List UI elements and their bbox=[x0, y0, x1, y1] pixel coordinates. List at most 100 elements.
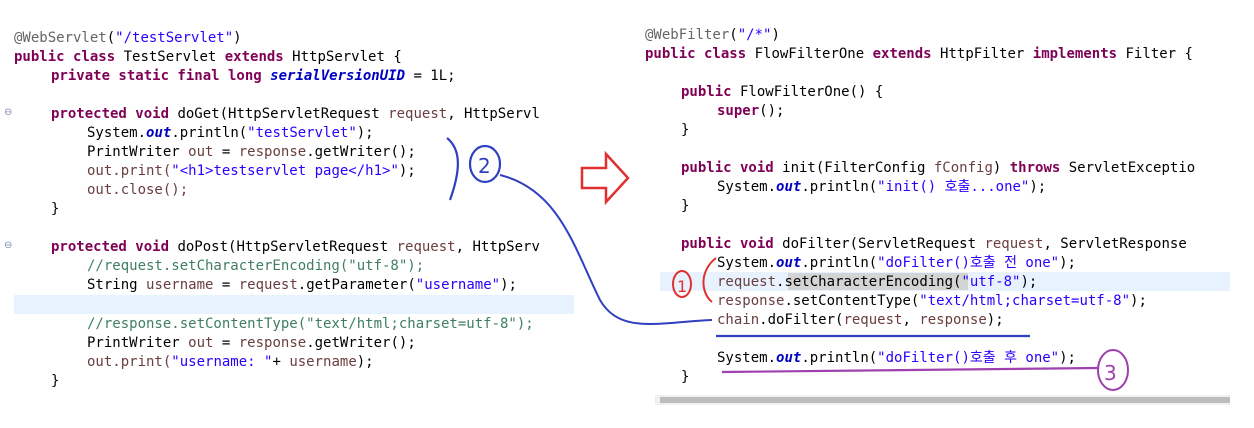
keyword: super bbox=[717, 103, 760, 119]
flow-line bbox=[499, 174, 713, 325]
keyword: throws bbox=[1009, 160, 1061, 176]
code-text: .println( bbox=[801, 255, 878, 271]
code-text: .doFilter( bbox=[759, 312, 844, 328]
code-text: ); bbox=[356, 125, 374, 141]
string-literal: "doFilter()호출 후 one" bbox=[877, 350, 1060, 366]
param: response bbox=[919, 312, 987, 328]
brace: } bbox=[681, 369, 690, 385]
class-name: TestServlet bbox=[115, 49, 225, 65]
code-text: ); bbox=[1059, 350, 1076, 366]
comment-line: //response.setContentType("text/html;cha… bbox=[87, 316, 534, 332]
keyword: protected void bbox=[51, 106, 170, 122]
param: request bbox=[717, 274, 777, 290]
code-text: HttpServlet { bbox=[283, 49, 402, 65]
keyword: protected void bbox=[51, 239, 170, 255]
code-line: System.out.println("init() 호출...one"); bbox=[717, 178, 1046, 197]
code-text: System. bbox=[717, 255, 777, 271]
code-line: public class FlowFilterOne extends HttpF… bbox=[645, 45, 1193, 64]
code-text: , bbox=[902, 312, 920, 328]
code-text: , ServletResponse bbox=[1043, 236, 1187, 252]
code-line: PrintWriter out = response.getWriter(); bbox=[87, 143, 416, 162]
code-text: out.print( bbox=[87, 354, 172, 370]
param: request bbox=[396, 239, 456, 255]
code-line: chain.doFilter(request, response); bbox=[717, 311, 1004, 330]
code-line: } bbox=[51, 372, 59, 391]
code-text: ) bbox=[992, 160, 1010, 176]
code-text: .println( bbox=[171, 125, 248, 141]
fold-icon[interactable]: ⊖ bbox=[4, 107, 13, 118]
brace: } bbox=[681, 198, 690, 214]
local-var: out bbox=[188, 335, 214, 351]
code-text: ); bbox=[1020, 274, 1038, 290]
code-text: + bbox=[272, 354, 290, 370]
local-var: username bbox=[146, 277, 214, 293]
underline-mark bbox=[721, 366, 1099, 374]
mark-3: 3 bbox=[1104, 361, 1117, 385]
code-line: @WebFilter("/*") bbox=[645, 27, 780, 43]
mark-2: 2 bbox=[478, 154, 491, 178]
code-line: public void doFilter(ServletRequest requ… bbox=[681, 235, 1187, 254]
code-line: @WebServlet("/testServlet") bbox=[14, 30, 242, 46]
static-field: out bbox=[146, 125, 172, 141]
param: response bbox=[238, 335, 307, 351]
code-line: System.out.println("doFilter()호출 후 one")… bbox=[717, 349, 1076, 368]
fold-icon[interactable]: ⊖ bbox=[4, 240, 13, 251]
keyword: private static final long bbox=[51, 68, 262, 84]
code-text: doPost(HttpServletRequest bbox=[169, 239, 397, 255]
static-field: out bbox=[776, 179, 802, 195]
code-text: PrintWriter bbox=[87, 144, 189, 160]
set-char-encoding-highlight bbox=[788, 273, 968, 290]
code-text: ); bbox=[1029, 179, 1047, 195]
code-text: PrintWriter bbox=[87, 335, 189, 351]
code-text: init(FilterConfig bbox=[773, 160, 934, 176]
annotation: @WebServlet bbox=[14, 30, 107, 46]
right-editor[interactable]: @WebFilter("/*") public class FlowFilter… bbox=[0, 0, 1254, 400]
code-text: ); bbox=[1130, 293, 1147, 309]
param: response bbox=[717, 293, 785, 309]
string-literal: "/*" bbox=[737, 27, 772, 43]
code-line: out.close(); bbox=[87, 181, 188, 200]
code-text: out.print( bbox=[87, 163, 172, 179]
code-text: .getWriter(); bbox=[306, 144, 416, 160]
keyword: extends bbox=[872, 46, 932, 62]
param: chain bbox=[717, 312, 760, 328]
circle-mark bbox=[468, 144, 502, 184]
code-line: private static final long serialVersionU… bbox=[51, 67, 456, 86]
code-text: System. bbox=[717, 179, 777, 195]
param: response bbox=[238, 144, 307, 160]
code-text: HttpFilter bbox=[931, 46, 1033, 62]
code-text: (); bbox=[759, 103, 785, 119]
class-name: FlowFilterOne bbox=[746, 46, 873, 62]
code-text: ); bbox=[1059, 255, 1076, 271]
local-var: username bbox=[289, 354, 357, 370]
string-literal: "<h1>testservlet page</h1>" bbox=[171, 163, 399, 179]
left-editor[interactable]: ⊖ ⊖ @WebServlet("/testServlet") public c… bbox=[0, 0, 575, 400]
code-text: = 1L; bbox=[405, 68, 456, 84]
string-literal: "username" bbox=[415, 277, 501, 293]
code-text: ServletExceptio bbox=[1060, 160, 1196, 176]
code-text: ); bbox=[500, 277, 517, 293]
bracket-mark bbox=[446, 137, 459, 201]
brace: } bbox=[51, 201, 60, 217]
static-field: out bbox=[776, 255, 802, 271]
local-var: out bbox=[188, 144, 214, 160]
code-line: protected void doPost(HttpServletRequest… bbox=[51, 238, 540, 257]
code-text: , HttpServl bbox=[447, 106, 540, 122]
scrollbar-thumb[interactable] bbox=[660, 397, 1230, 403]
param: request bbox=[388, 106, 448, 122]
code-text: = bbox=[213, 277, 239, 293]
code-line: public class TestServlet extends HttpSer… bbox=[14, 48, 402, 67]
code-text: .println( bbox=[801, 179, 878, 195]
code-text: = bbox=[213, 144, 239, 160]
code-line: String username = request.getParameter("… bbox=[87, 276, 517, 295]
code-text: .getParameter( bbox=[297, 277, 416, 293]
code-text: ); bbox=[398, 163, 416, 179]
code-line: } bbox=[681, 121, 689, 140]
string-literal: "doFilter()호출 전 one" bbox=[877, 255, 1060, 271]
code-text: doFilter(ServletRequest bbox=[773, 236, 985, 252]
code-line: System.out.println("doFilter()호출 전 one")… bbox=[717, 254, 1076, 273]
code-line: } bbox=[681, 368, 689, 387]
circle-mark bbox=[1097, 349, 1129, 391]
code-line: out.print("username: "+ username); bbox=[87, 353, 374, 372]
